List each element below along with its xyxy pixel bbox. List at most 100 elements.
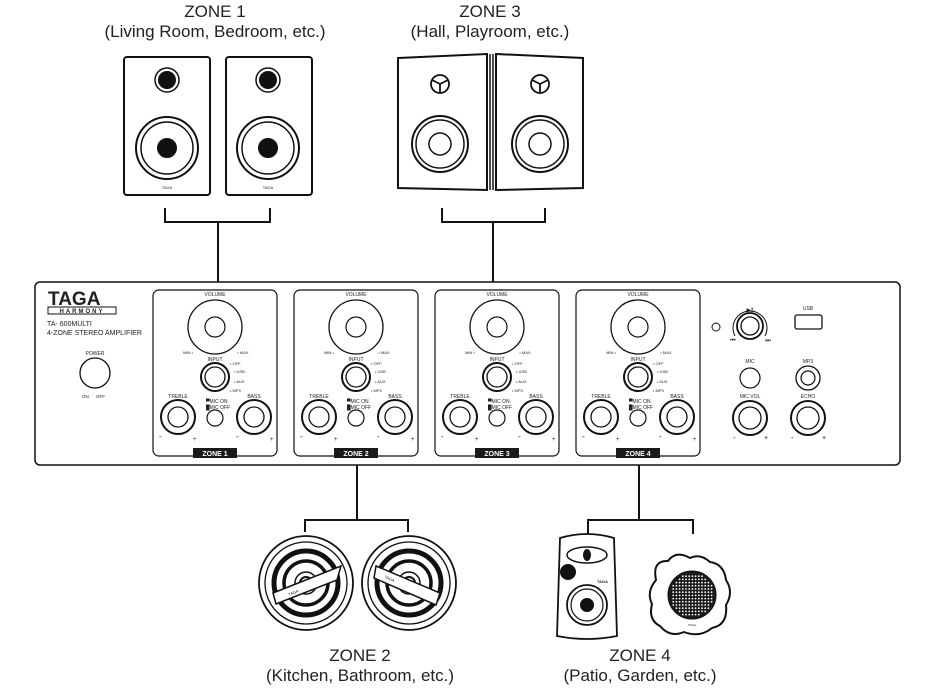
- grille-dot: [707, 584, 710, 587]
- echo-minus: -: [791, 433, 794, 442]
- mic-switch[interactable]: [347, 409, 365, 427]
- zone-tag: [475, 448, 519, 458]
- treble-label: TREBLE: [168, 394, 188, 400]
- grille-dot: [688, 597, 691, 600]
- mic-jack[interactable]: [739, 367, 761, 389]
- grille-dot: [681, 575, 684, 578]
- zone-4-speaker-box: [556, 533, 618, 640]
- mic-switch[interactable]: [206, 409, 224, 427]
- mic-vol-plus: +: [764, 435, 768, 442]
- input-option-aux: • AUX: [234, 379, 245, 384]
- usb-port[interactable]: [794, 314, 823, 330]
- mic-vol-knob[interactable]: [732, 400, 768, 436]
- input-selector[interactable]: [200, 362, 230, 392]
- grille-dot: [691, 604, 694, 606]
- grille-dot: [710, 600, 713, 603]
- input-selector[interactable]: [623, 362, 653, 392]
- brand-name: TAGA: [48, 289, 101, 310]
- model-number: TA- 600MULTI: [47, 321, 92, 328]
- grille-dot: [685, 575, 687, 578]
- grille-dot: [688, 588, 691, 590]
- grille-dot: [704, 597, 707, 600]
- volume-label: VOLUME: [345, 292, 367, 298]
- input-label: INPUT: [490, 357, 505, 363]
- bass-label: BASS: [529, 394, 543, 400]
- ir-sensor: [711, 322, 721, 332]
- grille-dot: [688, 594, 691, 597]
- volume-knob[interactable]: [610, 299, 666, 355]
- grille-dot: [681, 588, 684, 590]
- grille-dot: [678, 578, 681, 581]
- echo-knob[interactable]: [790, 400, 826, 436]
- zone-tag-label: ZONE 1: [202, 451, 227, 458]
- grille-dot: [678, 581, 681, 584]
- grille-dot: [688, 575, 691, 578]
- bass-minus: -: [518, 432, 521, 441]
- zone-1-right-brand: TAGA: [263, 185, 274, 190]
- grille-dot: [701, 594, 703, 597]
- jog-dial[interactable]: [736, 312, 764, 340]
- treble-knob[interactable]: [583, 399, 619, 435]
- bass-knob[interactable]: [518, 399, 554, 435]
- treble-knob[interactable]: [160, 399, 196, 435]
- grille-dot: [701, 588, 703, 590]
- treble-plus: +: [334, 437, 338, 443]
- grille-dot: [691, 597, 694, 600]
- grille-dot: [704, 591, 707, 594]
- grille-dot: [685, 597, 687, 600]
- volume-knob[interactable]: [469, 299, 525, 355]
- mic-label: MIC: [745, 359, 755, 365]
- grille-dot: [681, 584, 684, 587]
- taga-harmony-logo: TAGA HARMONY: [47, 289, 117, 315]
- grille-dot: [697, 600, 700, 603]
- input-option-off: • OFF: [512, 361, 523, 366]
- bass-label: BASS: [388, 394, 402, 400]
- grille-dot: [681, 597, 684, 600]
- mic-off-label: █MIC OFF: [629, 404, 653, 411]
- mic-switch[interactable]: [488, 409, 506, 427]
- input-selector[interactable]: [341, 362, 371, 392]
- mp3-jack[interactable]: [795, 365, 821, 391]
- input-option-mp3: • MP3: [512, 388, 524, 393]
- grille-dot: [701, 584, 703, 587]
- zone-2-speaker-left: [258, 535, 354, 631]
- grille-dot: [688, 584, 691, 587]
- zone-tag: [193, 448, 237, 458]
- bass-knob[interactable]: [236, 399, 272, 435]
- bass-knob[interactable]: [377, 399, 413, 435]
- grille-dot: [707, 581, 710, 584]
- grille-dot: [681, 604, 684, 606]
- treble-knob[interactable]: [442, 399, 478, 435]
- grille-dot: [701, 607, 703, 610]
- grille-dot: [681, 613, 684, 616]
- mic-switch[interactable]: [629, 409, 647, 427]
- play-pause-icon[interactable]: ▶‖: [746, 308, 753, 314]
- treble-knob[interactable]: [301, 399, 337, 435]
- volume-knob[interactable]: [328, 299, 384, 355]
- zone-4-caption: ZONE 4 (Patio, Garden, etc.): [540, 646, 740, 686]
- zone-3-speaker-right: [492, 52, 584, 192]
- input-option-off: • OFF: [653, 361, 664, 366]
- bass-knob[interactable]: [659, 399, 695, 435]
- zone-1-subtitle: (Living Room, Bedroom, etc.): [104, 22, 326, 41]
- grille-dot: [697, 581, 700, 584]
- grille-dot: [685, 613, 687, 616]
- grille-dot: [691, 588, 694, 590]
- bass-plus: +: [270, 437, 274, 443]
- input-option-usb: • USB: [516, 369, 527, 374]
- zone-1-wire: [164, 208, 271, 282]
- zone-2-caption: ZONE 2 (Kitchen, Bathroom, etc.): [240, 646, 480, 686]
- zone-2-right-brand: TAGA: [384, 574, 396, 583]
- max-label: • MAX: [378, 350, 390, 355]
- grille-dot: [675, 600, 678, 603]
- next-icon[interactable]: ⏭: [765, 338, 771, 344]
- grille-dot: [694, 600, 697, 603]
- input-option-usb: • USB: [234, 369, 245, 374]
- previous-icon[interactable]: ⏮: [730, 338, 736, 344]
- min-label: MIN •: [183, 350, 193, 355]
- volume-knob[interactable]: [187, 299, 243, 355]
- input-selector[interactable]: [482, 362, 512, 392]
